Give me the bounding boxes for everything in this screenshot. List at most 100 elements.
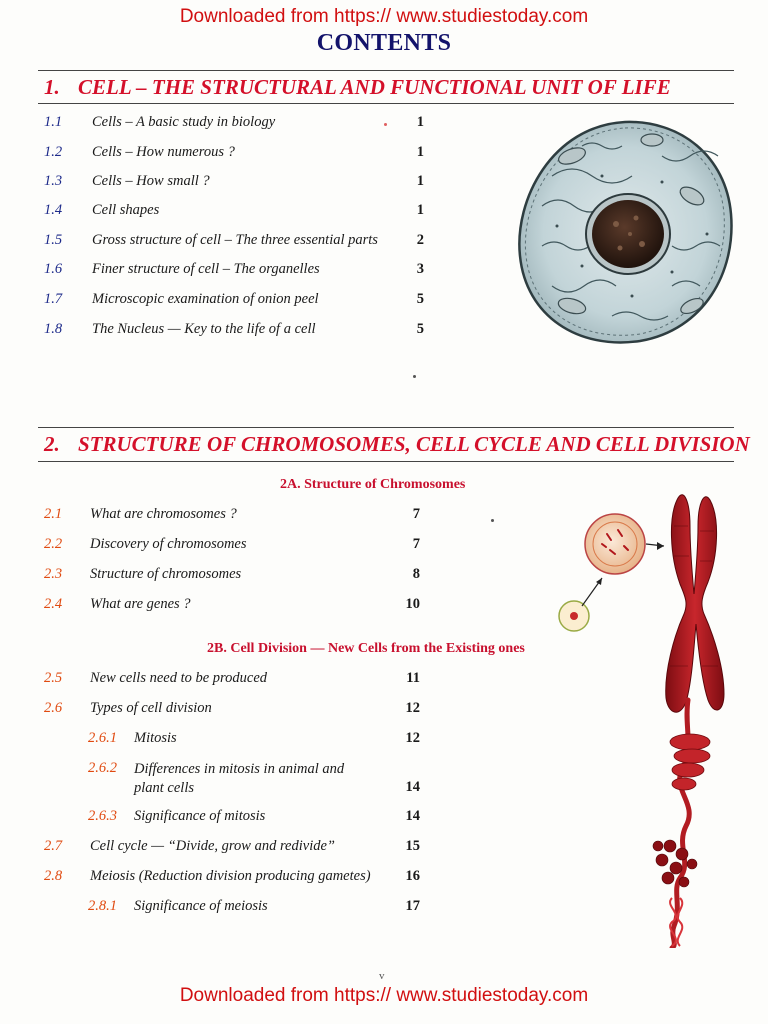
toc-entry-number: 2.3 [44,566,63,582]
toc-entry-page: 10 [405,596,421,612]
chapter2-number: 2. [44,432,60,456]
toc-entry-2-8[interactable]: 2.8 Meiosis (Reduction division producin… [44,868,424,888]
toc-entry-number: 2.7 [44,838,63,854]
toc-entry-2-6-3[interactable]: 2.6.3 Significance of mitosis 14 [88,808,424,828]
toc-entry-page: 14 [405,779,421,795]
page-number: v [379,970,385,982]
chapter2-top-rule [38,427,734,428]
toc-entry-number: 1.6 [44,261,63,277]
chapter1-top-rule [38,70,734,71]
toc-entry-number: 2.1 [44,506,63,522]
toc-entry-text: Cells – How small ? [92,173,210,189]
toc-entry-number: 1.5 [44,232,63,248]
toc-entry-number: 2.6 [44,700,63,716]
toc-entry-page: 17 [405,898,421,914]
chapter2-title: STRUCTURE OF CHROMOSOMES, CELL CYCLE AND… [78,432,750,456]
toc-entry-text: Significance of meiosis [134,898,268,914]
toc-entry-page: 11 [406,670,420,686]
toc-entry-page: 5 [416,291,424,307]
toc-entry-1-5[interactable]: 1.5 Gross structure of cell – The three … [44,232,424,252]
chapter1-bottom-rule [38,103,734,104]
toc-entry-text: Finer structure of cell – The organelles [92,261,320,277]
section-2a-title: 2A. Structure of Chromosomes [280,477,466,492]
toc-entry-2-5[interactable]: 2.5 New cells need to be produced 11 [44,670,424,690]
toc-entry-1-4[interactable]: 1.4 Cell shapes 1 [44,202,424,222]
toc-entry-page: 3 [416,261,424,277]
toc-entry-page: 12 [405,730,421,746]
toc-entry-text: Meiosis (Reduction division producing ga… [90,868,371,884]
toc-entry-number: 1.1 [44,114,63,130]
toc-entry-2-6-2[interactable]: 2.6.2 Differences in mitosis in animal a… [88,760,424,800]
toc-entry-page: 15 [405,838,421,854]
toc-entry-page: 5 [416,321,424,337]
toc-entry-page: 7 [412,506,420,522]
section-2b-title: 2B. Cell Division — New Cells from the E… [207,641,525,656]
toc-entry-page: 1 [416,114,424,130]
toc-entry-2-6-1[interactable]: 2.6.1 Mitosis 12 [88,730,424,750]
toc-entry-text: The Nucleus — Key to the life of a cell [92,321,316,337]
chapter1-heading: 1. CELL – THE STRUCTURAL AND FUNCTIONAL U… [44,75,671,100]
chapter1-title: CELL – THE STRUCTURAL AND FUNCTIONAL UNI… [78,75,671,99]
toc-entry-page: 1 [416,144,424,160]
toc-entry-text: Microscopic examination of onion peel [92,291,319,307]
toc-entry-text: Cells – How numerous ? [92,144,235,160]
toc-entry-text: Cell cycle — “Divide, grow and redivide” [90,838,335,854]
chromosome-illustration [558,494,725,948]
toc-entry-text: Cells – A basic study in biology [92,114,276,130]
animal-cell-illustration [518,120,733,344]
toc-entry-2-3[interactable]: 2.3 Structure of chromosomes 8 [44,566,424,586]
toc-entry-page: 14 [405,808,421,824]
toc-entry-text: New cells need to be produced [90,670,268,686]
toc-entry-text: Types of cell division [90,700,212,716]
toc-entry-2-8-1[interactable]: 2.8.1 Significance of meiosis 17 [88,898,424,918]
toc-entry-text: Structure of chromosomes [90,566,242,582]
toc-entry-page: 7 [412,536,420,552]
toc-entry-1-8[interactable]: 1.8 The Nucleus — Key to the life of a c… [44,321,424,341]
toc-entry-page: 1 [416,173,424,189]
toc-entry-number: 1.4 [44,202,63,218]
toc-entry-text: Differences in mitosis in animal and pla… [134,761,345,796]
toc-entry-1-6[interactable]: 1.6 Finer structure of cell – The organe… [44,261,424,281]
toc-entry-text: Discovery of chromosomes [90,536,247,552]
toc-entry-2-7[interactable]: 2.7 Cell cycle — “Divide, grow and rediv… [44,838,424,858]
toc-entry-number: 1.7 [44,291,63,307]
toc-entry-2-6[interactable]: 2.6 Types of cell division 12 [44,700,424,720]
toc-entry-number: 2.2 [44,536,63,552]
chapter2-bottom-rule [38,461,734,462]
toc-entry-text: Cell shapes [92,202,160,218]
toc-entry-number: 2.6.1 [88,730,117,746]
download-banner-top: Downloaded from https:// www.studiestoda… [179,6,589,27]
toc-entry-1-3[interactable]: 1.3 Cells – How small ? 1 [44,173,424,193]
toc-entry-number: 2.4 [44,596,63,612]
toc-entry-number: 2.6.2 [88,760,117,776]
toc-entry-page: 2 [416,232,424,248]
download-banner-bottom: Downloaded from https:// www.studiestoda… [179,985,589,1006]
toc-entry-1-1[interactable]: 1.1 Cells – A basic study in biology 1 [44,114,424,134]
toc-entry-text: Mitosis [134,730,177,746]
toc-entry-page: 12 [405,700,421,716]
toc-entry-number: 1.8 [44,321,63,337]
toc-entry-text: Gross structure of cell – The three esse… [92,232,378,248]
toc-entry-number: 2.8 [44,868,63,884]
toc-entry-2-4[interactable]: 2.4 What are genes ? 10 [44,596,424,616]
toc-entry-page: 8 [412,566,420,582]
toc-entry-number: 2.5 [44,670,63,686]
toc-entry-number: 1.3 [44,173,63,189]
toc-entry-number: 2.8.1 [88,898,117,914]
toc-entry-1-2[interactable]: 1.2 Cells – How numerous ? 1 [44,144,424,164]
toc-entry-number: 2.6.3 [88,808,117,824]
stray-mark [413,375,416,378]
toc-entry-text: What are genes ? [90,596,191,612]
toc-entry-page: 16 [405,868,421,884]
chapter2-heading: 2. STRUCTURE OF CHROMOSOMES, CELL CYCLE A… [44,432,750,457]
toc-entry-page: 1 [416,202,424,218]
stray-mark [384,123,387,126]
toc-entry-number: 1.2 [44,144,63,160]
toc-entry-1-7[interactable]: 1.7 Microscopic examination of onion pee… [44,291,424,311]
stray-mark [491,519,494,522]
toc-entry-2-1[interactable]: 2.1 What are chromosomes ? 7 [44,506,424,526]
chapter1-number: 1. [44,75,60,99]
toc-entry-text: Significance of mitosis [134,808,266,824]
toc-entry-2-2[interactable]: 2.2 Discovery of chromosomes 7 [44,536,424,556]
toc-entry-text: What are chromosomes ? [90,506,237,522]
